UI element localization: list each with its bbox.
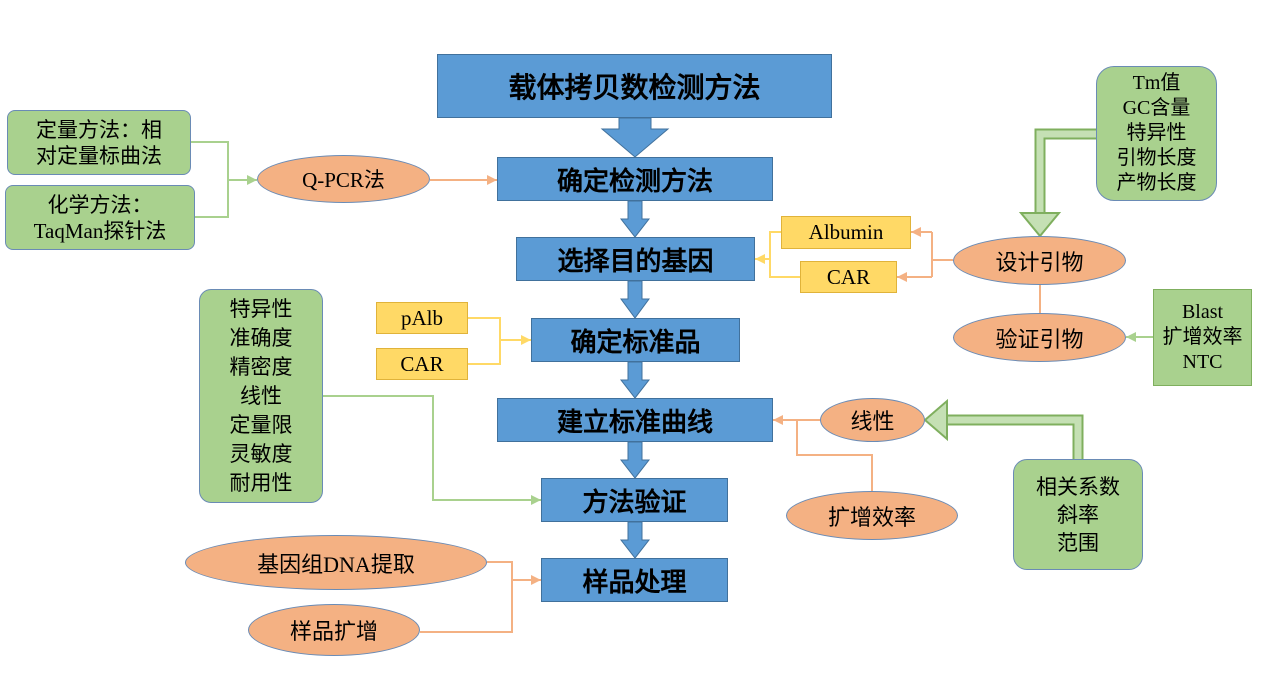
- flow-arrow-title-to-detection: [600, 117, 670, 158]
- primer-verify-ellipse: 验证引物: [953, 313, 1126, 362]
- gene-car-box: CAR: [800, 261, 897, 293]
- arrow-params-to-validation: [323, 395, 541, 505]
- flow-arrow-curve-to-validation: [619, 441, 651, 479]
- hollow-arrow-correlation-head: [923, 398, 948, 442]
- linearity-criteria-box: 相关系数 斜率 范围: [1013, 459, 1143, 570]
- dna-extraction-label: 基因组DNA提取: [257, 551, 415, 577]
- chem-method-line: TaqMan探针法: [33, 218, 167, 243]
- hollow-arrow-criteria-inner: [1036, 130, 1096, 216]
- standard-label: pAlb: [401, 305, 443, 330]
- verify-criteria-box: Blast 扩增效率 NTC: [1153, 289, 1252, 386]
- primer-design-ellipse: 设计引物: [953, 236, 1126, 285]
- gene-albumin-box: Albumin: [781, 216, 911, 249]
- primer-criterion: GC含量: [1122, 97, 1191, 119]
- verify-criterion: NTC: [1182, 351, 1223, 373]
- linearity-criterion: 相关系数: [1036, 474, 1120, 499]
- step-label: 选择目的基因: [557, 245, 714, 276]
- chem-method-box: 化学方法： TaqMan探针法: [5, 185, 195, 250]
- primer-criterion: 特异性: [1126, 122, 1187, 144]
- verify-criterion: Blast: [1181, 301, 1224, 323]
- dna-extraction-ellipse: 基因组DNA提取: [185, 535, 487, 590]
- flow-arrow-standard-to-curve: [619, 361, 651, 399]
- standard-label: CAR: [400, 351, 444, 376]
- flow-arrow-detection-to-gene: [619, 200, 651, 238]
- quant-method-box: 定量方法：相 对定量标曲法: [7, 110, 191, 175]
- chem-method-line: 化学方法：: [47, 192, 153, 217]
- efficiency-label: 扩增效率: [827, 504, 916, 530]
- step-standard-curve: 建立标准曲线: [497, 398, 773, 442]
- standard-car-box: CAR: [376, 348, 468, 380]
- validation-param: 特异性: [229, 296, 293, 321]
- primer-criterion: 引物长度: [1116, 147, 1197, 169]
- connector-quant-method: [191, 141, 229, 180]
- qpcr-ellipse: Q-PCR法: [257, 155, 430, 203]
- validation-param: 灵敏度: [229, 441, 293, 466]
- validation-param: 准确度: [229, 325, 293, 350]
- validation-param: 线性: [240, 383, 282, 408]
- quant-method-line: 定量方法：相: [36, 117, 162, 142]
- main-title: 载体拷贝数检测方法: [508, 72, 761, 103]
- validation-param: 耐用性: [229, 470, 293, 495]
- primer-criterion: 产物长度: [1116, 172, 1197, 194]
- validation-param: 定量限: [229, 412, 293, 437]
- gene-label: CAR: [826, 264, 871, 289]
- linearity-ellipse: 线性: [820, 398, 925, 442]
- flow-arrow-validation-to-samples: [619, 521, 651, 559]
- step-label: 方法验证: [582, 486, 687, 517]
- validation-param: 精密度: [229, 354, 293, 379]
- connector-samples-bracket: [420, 561, 513, 633]
- hollow-arrow-criteria-outer: [1034, 128, 1096, 214]
- step-sample-processing: 样品处理: [541, 558, 728, 602]
- step-detection-method: 确定检测方法: [497, 157, 773, 201]
- primer-design-label: 设计引物: [995, 249, 1084, 275]
- flow-arrow-gene-to-standard: [620, 280, 650, 319]
- qpcr-label: Q-PCR法: [302, 168, 385, 192]
- hollow-arrow-correlation-inner: [944, 416, 1082, 459]
- gene-label: Albumin: [808, 220, 884, 244]
- quant-method-line: 对定量标曲法: [36, 143, 162, 168]
- step-label: 建立标准曲线: [556, 406, 713, 437]
- connector-design-bracket: [931, 232, 953, 277]
- primer-criterion: Tm值: [1132, 72, 1181, 94]
- verify-criterion: 扩增效率: [1162, 326, 1243, 348]
- efficiency-ellipse: 扩增效率: [786, 491, 958, 540]
- sample-amplification-label: 样品扩增: [289, 619, 378, 644]
- step-target-gene: 选择目的基因: [516, 237, 755, 281]
- connector-genes-bracket: [769, 231, 800, 278]
- sample-amplification-ellipse: 样品扩增: [248, 604, 420, 656]
- hollow-arrow-correlation-outer: [946, 414, 1084, 459]
- step-label: 样品处理: [582, 566, 687, 597]
- linearity-label: 线性: [850, 409, 895, 434]
- step-label: 确定检测方法: [556, 165, 713, 196]
- connector-standards-bracket: [468, 317, 501, 365]
- primer-criteria-box: Tm值 GC含量 特异性 引物长度 产物长度: [1096, 66, 1217, 201]
- step-validation: 方法验证: [541, 478, 728, 522]
- hollow-arrow-criteria-head: [1018, 212, 1062, 238]
- linearity-criterion: 斜率: [1057, 502, 1099, 527]
- linearity-criterion: 范围: [1057, 530, 1099, 555]
- step-standard: 确定标准品: [531, 318, 740, 362]
- standard-palb-box: pAlb: [376, 302, 468, 334]
- connector-chem-method: [195, 180, 229, 218]
- primer-verify-label: 验证引物: [995, 326, 1084, 352]
- main-title-box: 载体拷贝数检测方法: [437, 54, 832, 118]
- validation-params-box: 特异性 准确度 精密度 线性 定量限 灵敏度 耐用性: [199, 289, 323, 503]
- connector-efficiency-to-curve: [796, 420, 873, 491]
- step-label: 确定标准品: [570, 326, 701, 357]
